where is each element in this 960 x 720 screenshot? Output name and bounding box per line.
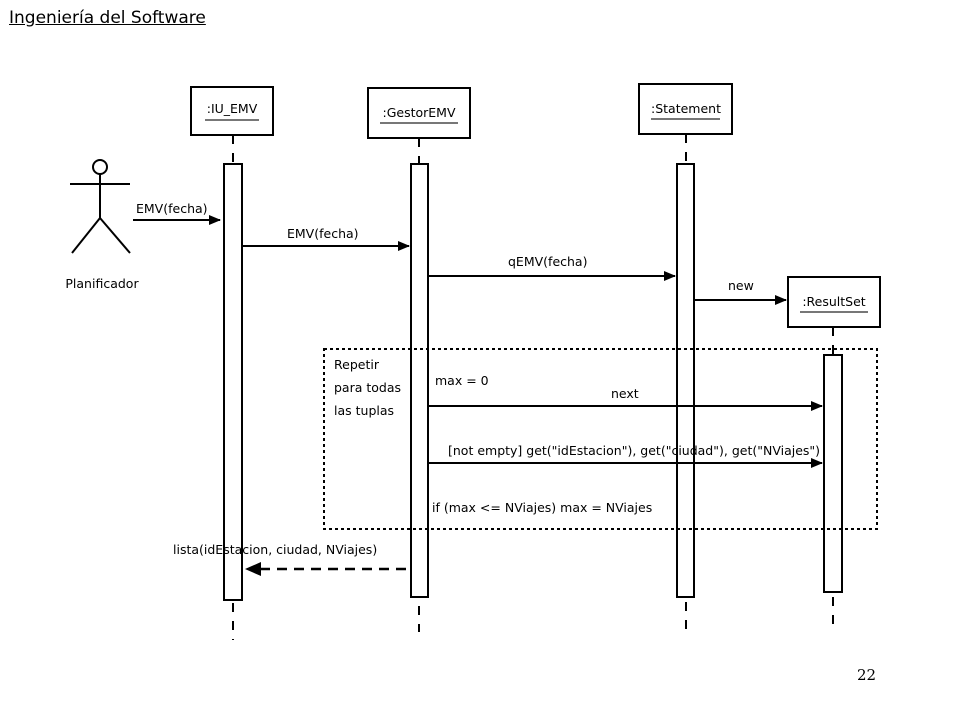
- message-label: qEMV(fecha): [508, 254, 587, 269]
- loop-note-update: if (max <= NViajes) max = NViajes: [432, 500, 652, 515]
- message-label: EMV(fecha): [287, 226, 359, 241]
- activation-bar: [410, 163, 429, 598]
- actor-leg-right: [99, 217, 131, 254]
- message-gestor-next: next: [429, 386, 823, 411]
- lifeline-iu-emv: :IU_EMV: [190, 86, 274, 640]
- lifeline-head-box: [190, 86, 274, 136]
- activation-bar: [223, 163, 243, 601]
- actor-planificador: Planificador: [65, 159, 139, 291]
- lifeline-gestor-emv: :GestorEMV: [367, 87, 471, 632]
- lifeline-label: :GestorEMV: [382, 105, 455, 120]
- actor-head: [92, 159, 108, 175]
- message-label: lista(idEstacion, ciudad, NViajes): [173, 542, 377, 557]
- lifeline-head-box: [638, 83, 733, 135]
- loop-condition-line: las tuplas: [334, 403, 394, 418]
- message-gestor-to-statement: qEMV(fecha): [429, 254, 676, 281]
- activation-bar: [823, 354, 843, 593]
- message-label: new: [728, 278, 754, 293]
- page-title: Ingeniería del Software: [9, 8, 206, 28]
- lifeline-label: :ResultSet: [802, 294, 865, 309]
- actor-leg-left: [71, 217, 101, 254]
- message-return-lista: lista(idEstacion, ciudad, NViajes): [173, 542, 406, 576]
- lifeline-label: :Statement: [651, 101, 721, 116]
- return-arrow-head: [245, 562, 261, 576]
- page-number: 22: [857, 666, 877, 684]
- message-label: next: [611, 386, 639, 401]
- loop-condition-line: Repetir: [334, 357, 380, 372]
- message-label: [not empty] get("idEstacion"), get("ciud…: [448, 443, 820, 458]
- message-actor-to-iu: EMV(fecha): [133, 201, 221, 225]
- loop-fragment: Repetir para todas las tuplas max = 0 if…: [323, 348, 878, 530]
- message-label: EMV(fecha): [136, 201, 208, 216]
- actor-label: Planificador: [65, 276, 139, 291]
- loop-note-init: max = 0: [435, 373, 489, 388]
- loop-condition-line: para todas: [334, 380, 401, 395]
- activation-bar: [676, 163, 695, 598]
- message-iu-to-gestor: EMV(fecha): [243, 226, 410, 251]
- lifeline-label: :IU_EMV: [207, 101, 258, 116]
- loop-fragment-box: [323, 348, 878, 530]
- message-gestor-get-fields: [not empty] get("idEstacion"), get("ciud…: [429, 443, 823, 468]
- lifeline-resultset: :ResultSet: [787, 276, 881, 632]
- message-statement-create-resultset: new: [695, 278, 787, 305]
- lifeline-statement: :Statement: [638, 83, 733, 632]
